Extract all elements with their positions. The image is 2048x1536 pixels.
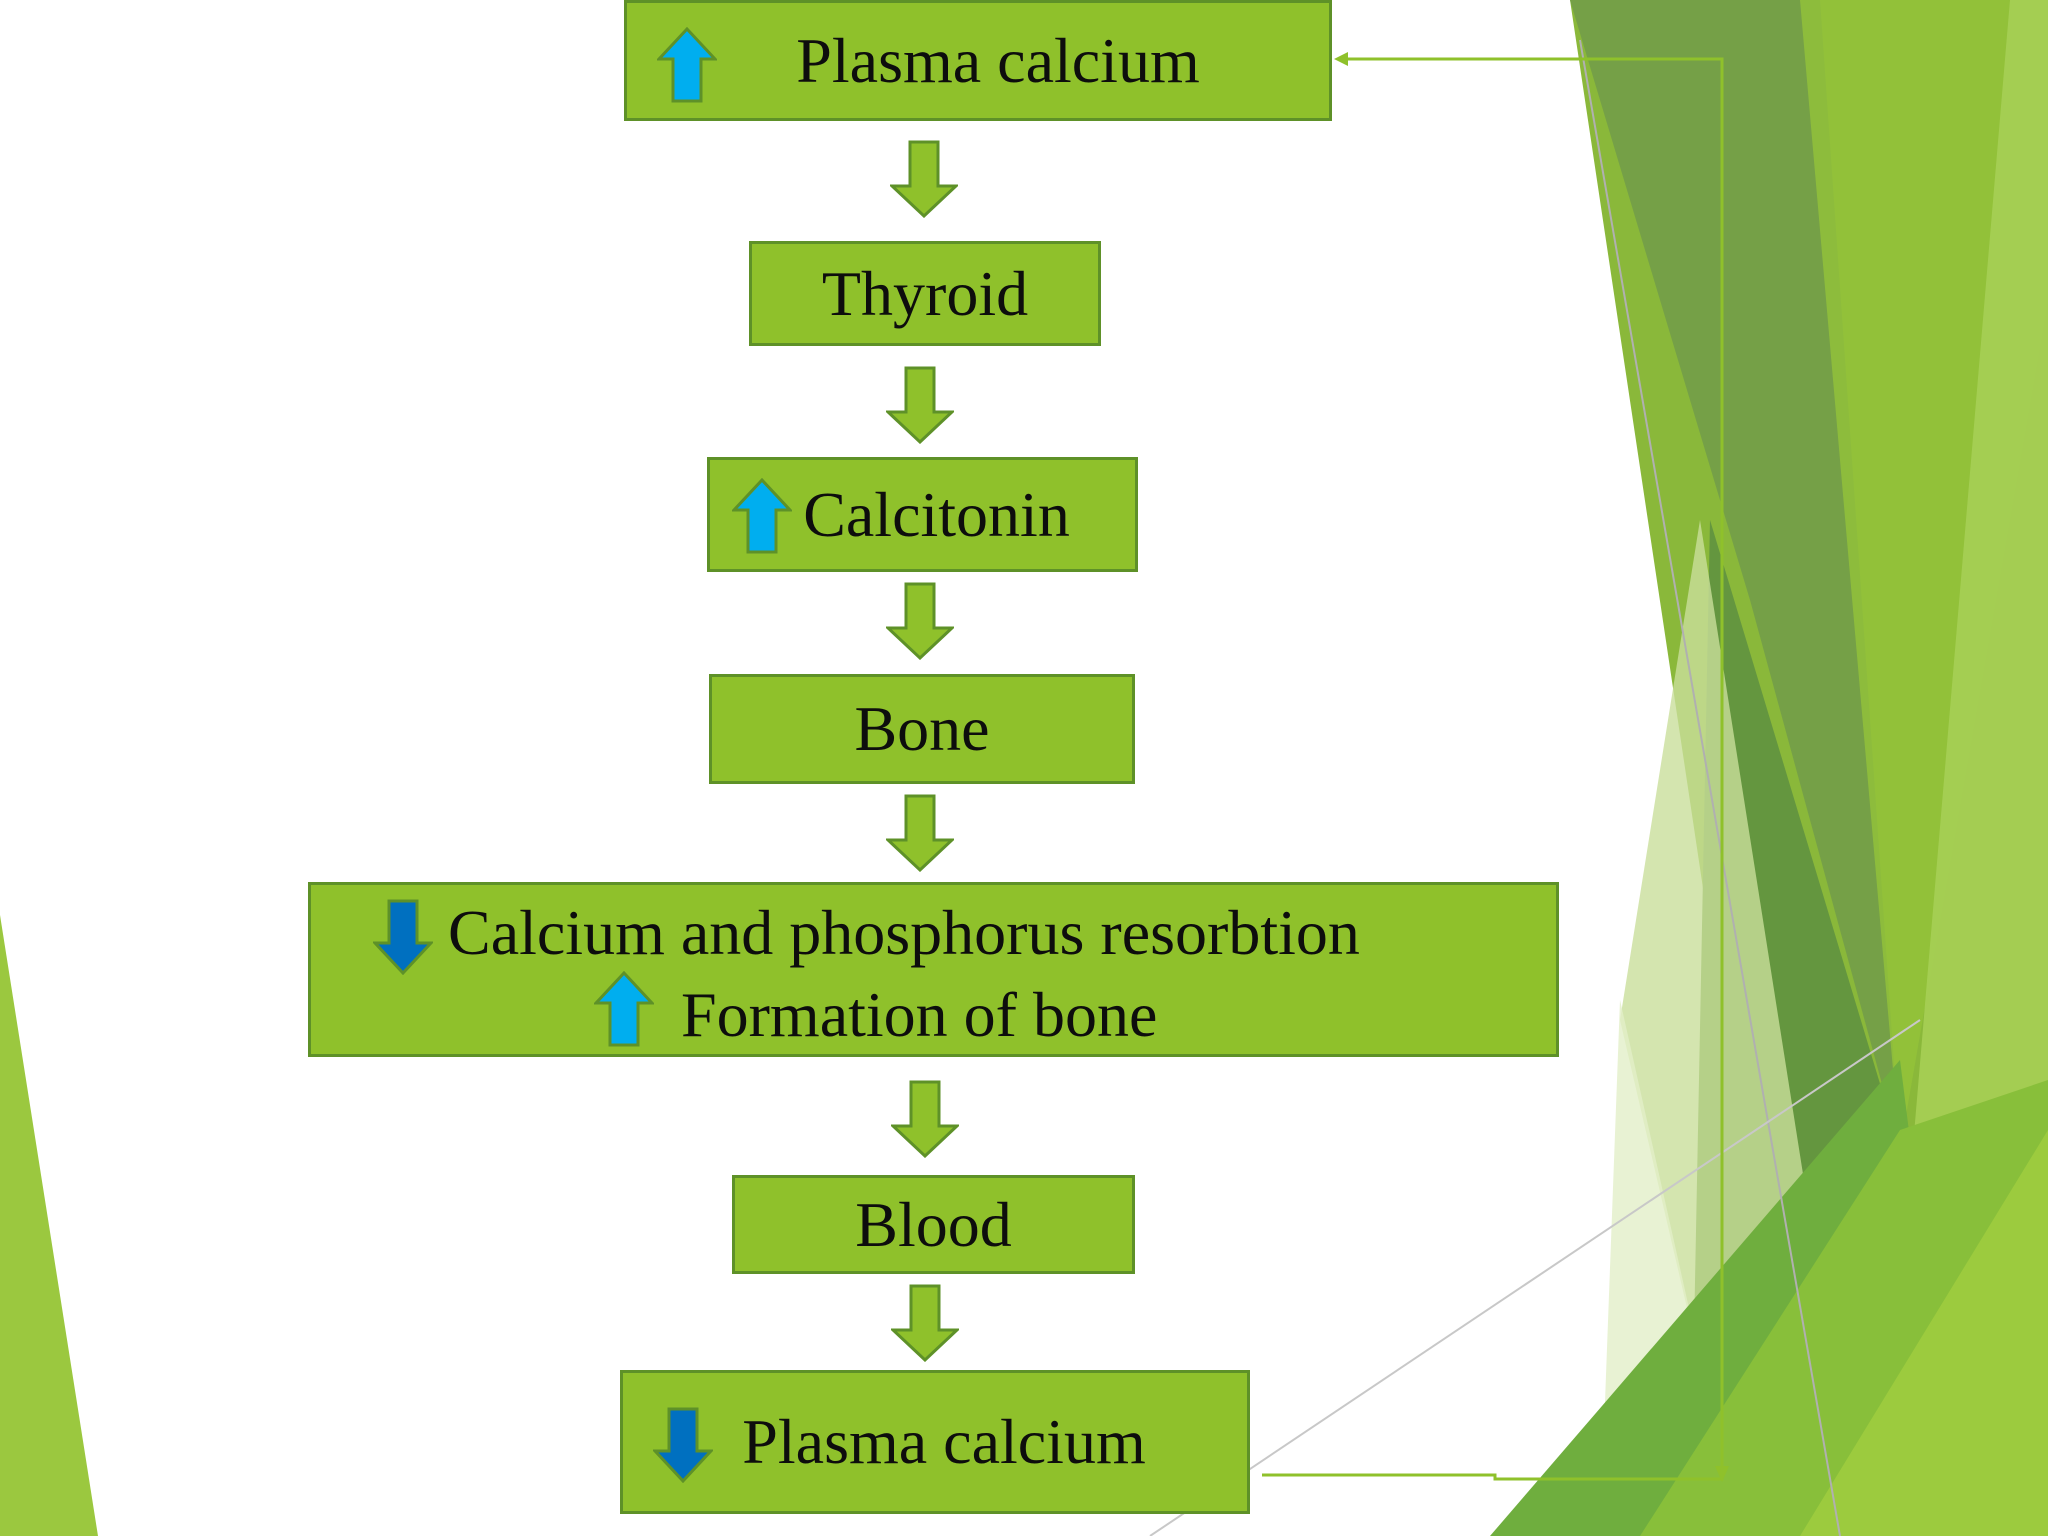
node-bone: Bone — [709, 674, 1135, 784]
node-label: Plasma calcium — [796, 24, 1200, 96]
node-label: Bone — [854, 693, 990, 764]
down-arrow-icon — [653, 1407, 713, 1483]
effects-line1-label: Calcium and phosphorus resorbtion — [448, 897, 1360, 968]
up-arrow-icon — [732, 478, 792, 554]
node-label: Calcitonin — [803, 478, 1070, 550]
flow-arrow-icon — [886, 794, 954, 872]
flow-arrow-icon — [891, 1284, 959, 1362]
flow-arrow-icon — [891, 1080, 959, 1158]
node-label: Blood — [855, 1188, 1012, 1260]
flow-arrow-icon — [886, 366, 954, 444]
flow-arrow-icon — [886, 582, 954, 660]
effects-line2-label: Formation of bone — [681, 979, 1158, 1050]
down-arrow-icon — [373, 899, 433, 975]
node-plasma-calcium-low: Plasma calcium — [620, 1370, 1250, 1514]
node-label: Thyroid — [821, 257, 1029, 329]
flow-arrow-icon — [890, 140, 958, 218]
node-blood: Blood — [732, 1175, 1135, 1274]
node-thyroid: Thyroid — [749, 241, 1101, 346]
node-label: Plasma calcium — [742, 1406, 1146, 1477]
up-arrow-icon — [594, 971, 654, 1047]
node-calcitonin: Calcitonin — [707, 457, 1138, 572]
node-effects: Calcium and phosphorus resorbtion Format… — [308, 882, 1559, 1057]
up-arrow-icon — [657, 27, 717, 103]
node-plasma-calcium-high: Plasma calcium — [624, 0, 1332, 121]
